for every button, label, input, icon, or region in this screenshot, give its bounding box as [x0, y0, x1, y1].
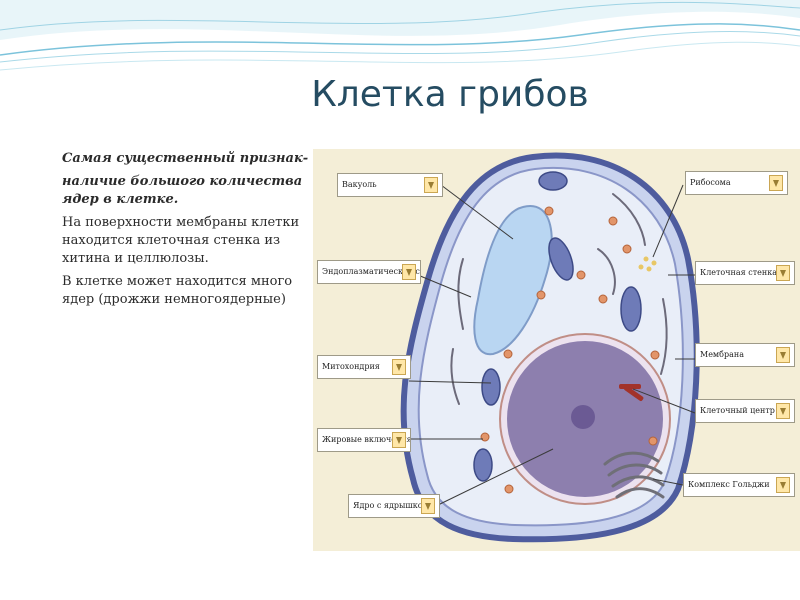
slide-title: Клетка грибов [50, 74, 800, 115]
dropdown-arrow-icon[interactable] [392, 432, 406, 448]
dropdown-arrow-icon[interactable] [421, 498, 435, 514]
body-text: Самая существенный признак- наличие боль… [62, 150, 312, 314]
label-mitochondria: Митохондрия [317, 355, 411, 379]
label-er: Эндоплазматическая сеть [317, 260, 421, 284]
label-nucleus: Ядро с ядрышком [348, 494, 440, 518]
nucleolus [571, 405, 595, 429]
label-vacuole: Вакуоль [337, 173, 443, 197]
key-feature-line-1: Самая существенный признак- [62, 150, 312, 168]
label-centrosome: Клеточный центр [695, 399, 795, 423]
dropdown-arrow-icon[interactable] [769, 175, 783, 191]
dropdown-arrow-icon[interactable] [776, 477, 790, 493]
label-membrane: Мембрана [695, 343, 795, 367]
dropdown-arrow-icon[interactable] [392, 359, 406, 375]
label-cell-wall: Клеточная стенка [695, 261, 795, 285]
label-ribosome: Рибосома [685, 171, 788, 195]
key-feature-line-2: наличие большого количества ядер в клетк… [62, 173, 312, 209]
fungal-cell-diagram: Вакуоль Эндоплазматическая сеть Митохонд… [313, 149, 800, 551]
dropdown-arrow-icon[interactable] [776, 265, 790, 281]
dropdown-arrow-icon[interactable] [424, 177, 438, 193]
nuclei-paragraph: В клетке может находится много ядер (дро… [62, 273, 312, 309]
cell-wall-paragraph: На поверхности мембраны клетки находится… [62, 214, 312, 268]
dropdown-arrow-icon[interactable] [402, 264, 416, 280]
dropdown-arrow-icon[interactable] [776, 403, 790, 419]
label-golgi: Комплекс Гольджи [683, 473, 795, 497]
label-lipid: Жировые включения [317, 428, 411, 452]
dropdown-arrow-icon[interactable] [776, 347, 790, 363]
